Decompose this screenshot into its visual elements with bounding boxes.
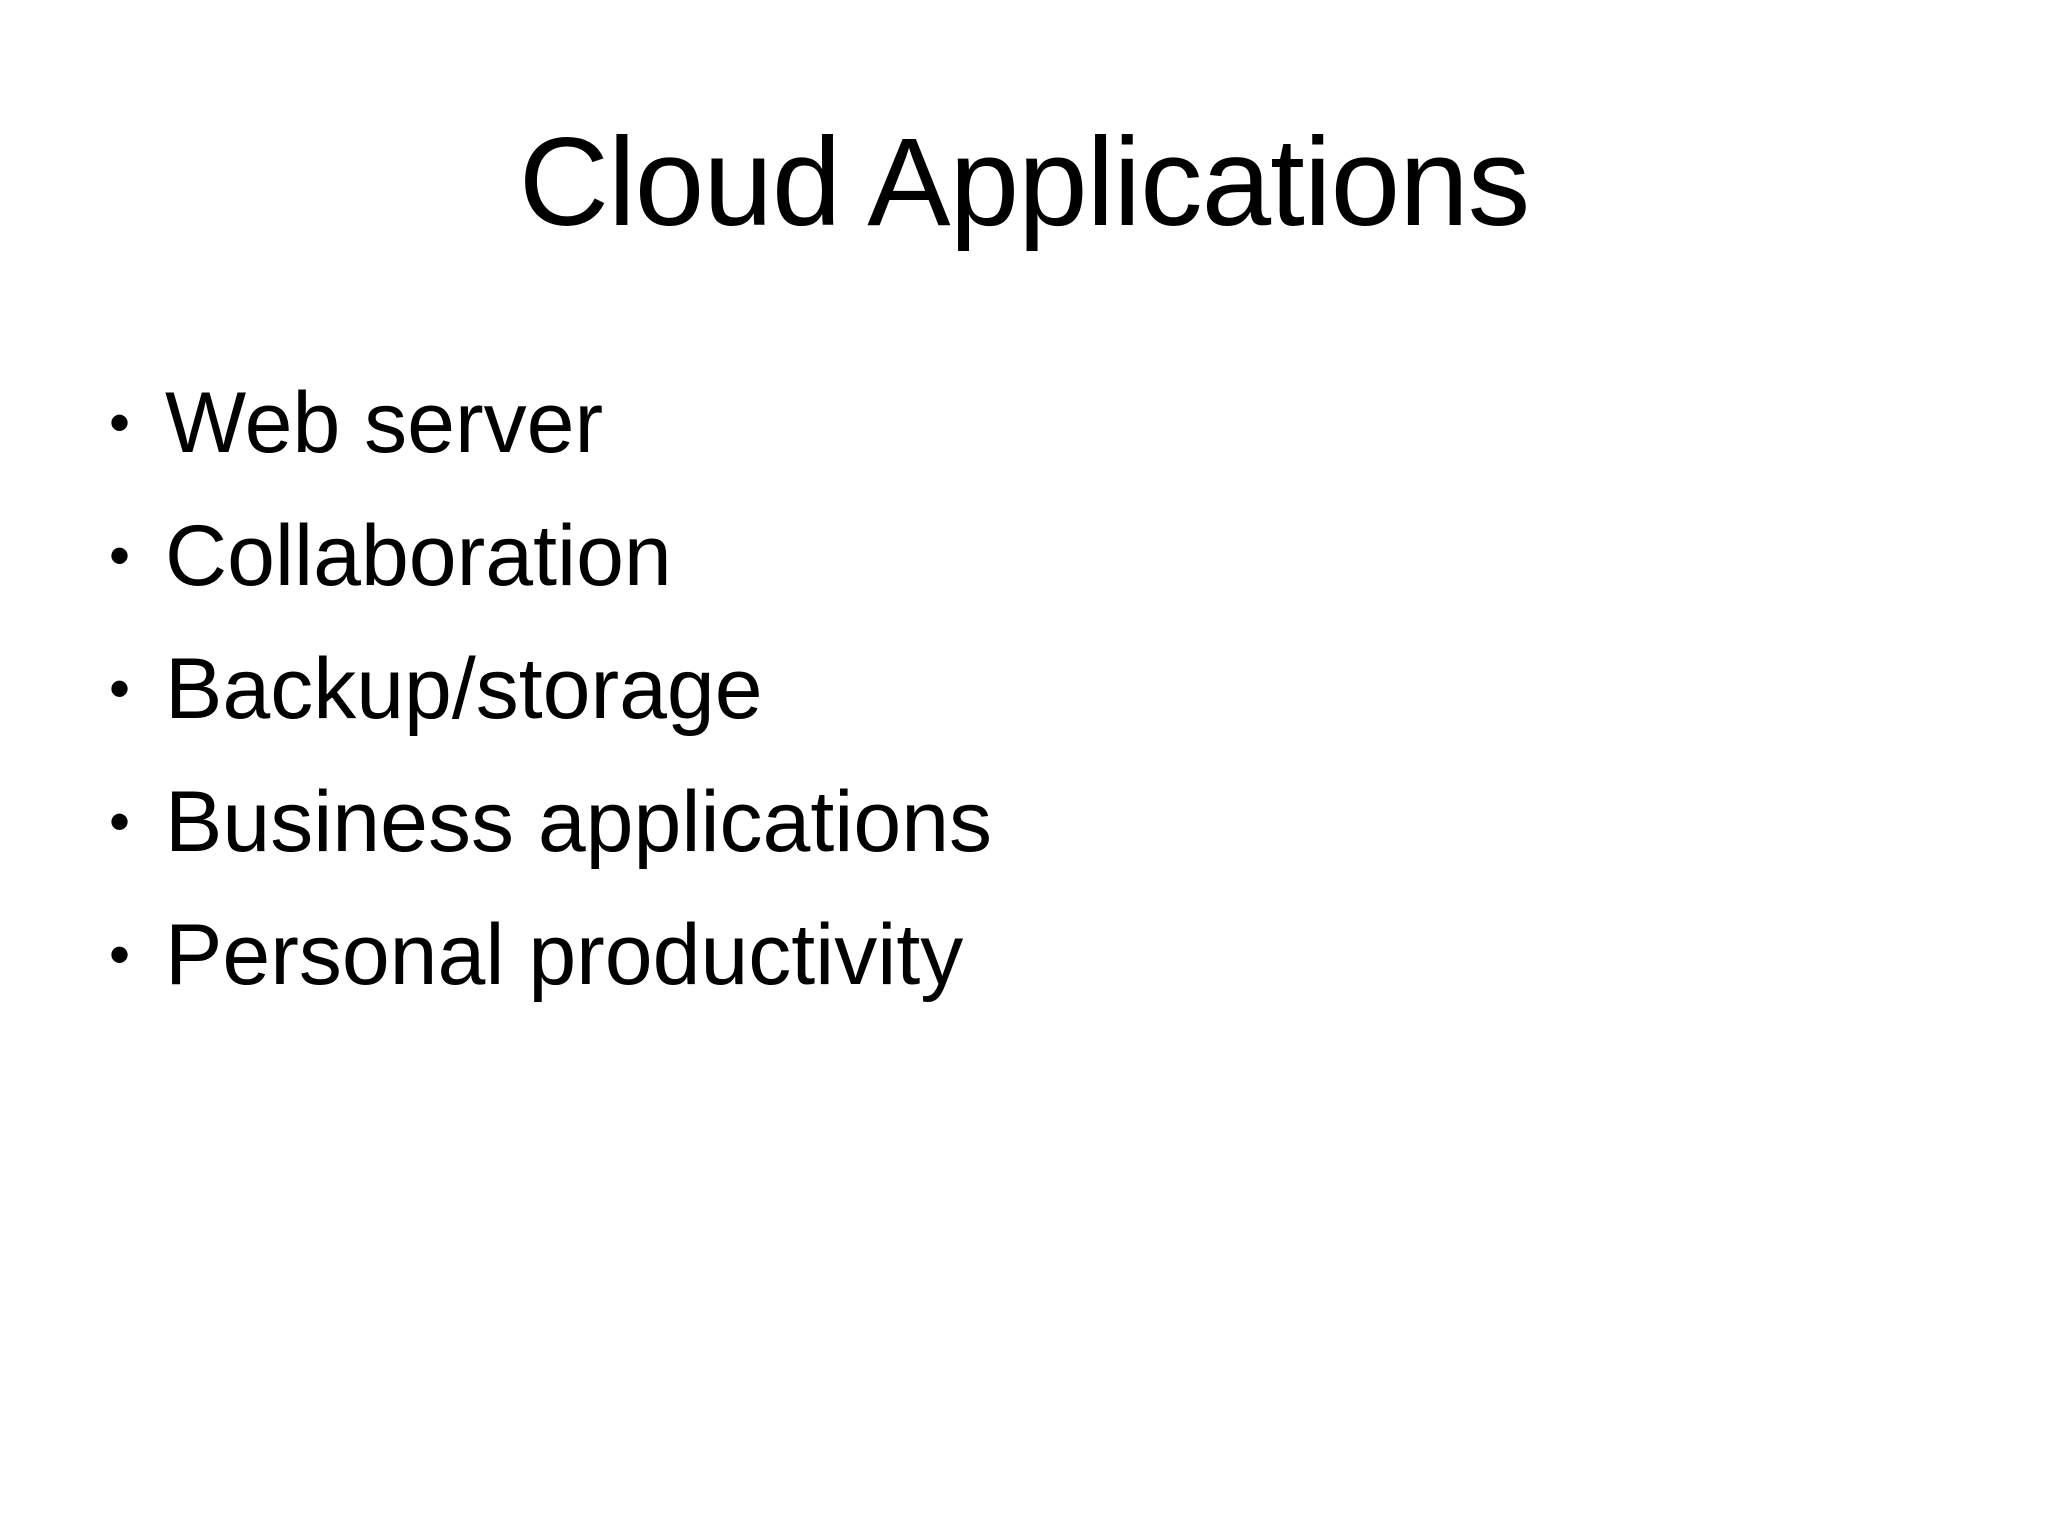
list-item: • Web server — [105, 356, 992, 489]
bullet-label: Business applications — [165, 773, 993, 870]
bullet-icon: • — [109, 388, 131, 456]
bullet-label: Backup/storage — [165, 640, 763, 737]
page-title: Cloud Applications — [518, 113, 1530, 252]
bullet-icon: • — [109, 787, 131, 855]
bullet-icon: • — [109, 521, 131, 589]
bullet-list: • Web server • Collaboration • Backup/st… — [105, 356, 992, 1021]
bullet-icon: • — [109, 920, 131, 988]
bullet-label: Web server — [165, 374, 604, 471]
bullet-icon: • — [109, 654, 131, 722]
bullet-label: Collaboration — [165, 507, 672, 604]
bullet-label: Personal productivity — [165, 906, 964, 1003]
list-item: • Personal productivity — [105, 888, 992, 1021]
list-item: • Backup/storage — [105, 622, 992, 755]
list-item: • Business applications — [105, 755, 992, 888]
list-item: • Collaboration — [105, 489, 992, 622]
